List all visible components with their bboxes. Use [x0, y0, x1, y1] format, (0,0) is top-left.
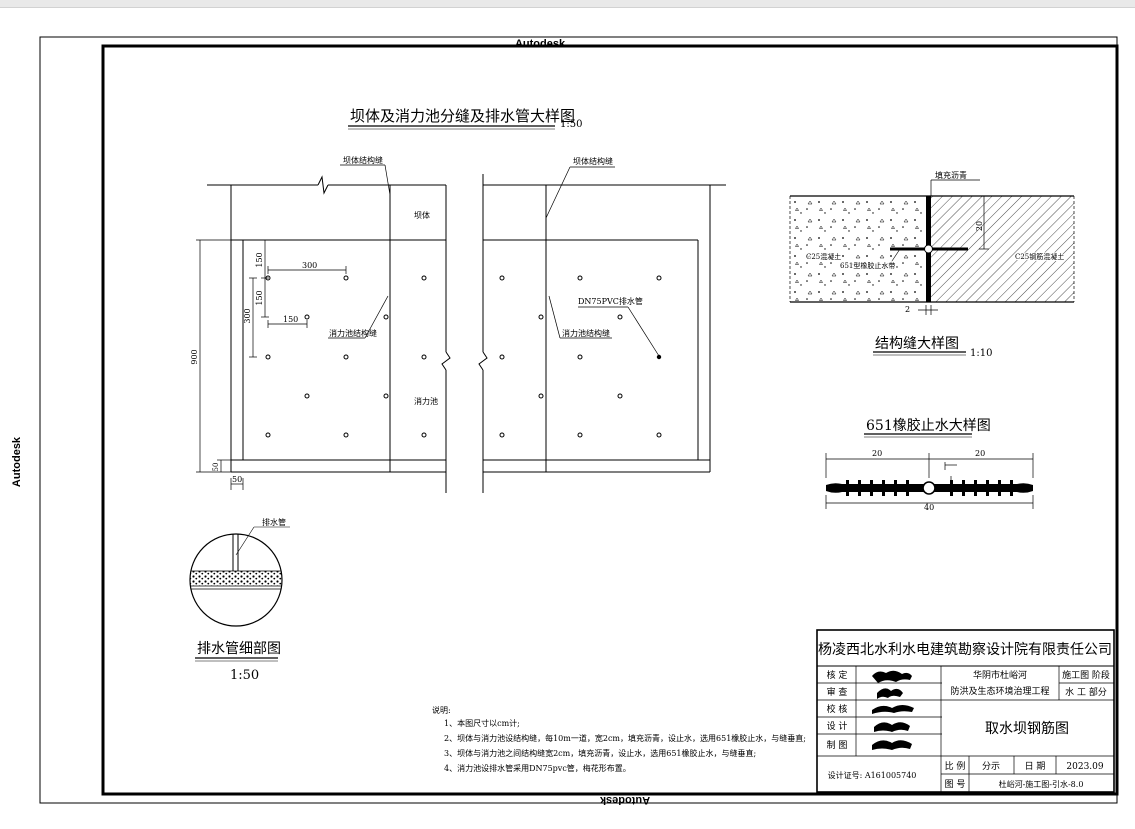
role-verify: 校 核: [827, 703, 848, 715]
scale-value: 分示: [982, 761, 1000, 772]
joint-detail-title: 结构缝大样图: [875, 336, 959, 352]
company-name: 杨凌西北水利水电建筑勘察设计院有限责任公司: [818, 641, 1112, 658]
date-value: 2023.09: [1066, 762, 1103, 772]
notes-heading: 说明:: [432, 705, 451, 715]
main-view-scale: 1:50: [560, 119, 582, 130]
note-item-1: 1、本图尺寸以cm计;: [444, 718, 520, 728]
role-review: 审 查: [827, 686, 848, 698]
watermark-left: Autodesk: [11, 436, 23, 487]
label-c25-rc: C25钢筋混凝土: [1015, 252, 1064, 261]
dim-900-vertical: 900: [190, 349, 199, 364]
notes: 说明: 1、本图尺寸以cm计; 2、坝体与消力池设结构缝，每10m一道，宽2cm…: [432, 705, 806, 773]
project-line-2: 防洪及生态环境治理工程: [950, 685, 1049, 697]
scale-label: 比 例: [945, 760, 966, 772]
label-dam-joint-left: 坝体结构缝: [343, 155, 383, 165]
stage: 施工图 阶段: [1062, 669, 1110, 681]
joint-detail: [789, 179, 1075, 315]
label-pool-joint-left: 消力池结构缝: [329, 328, 377, 338]
pipe-detail-scale: 1:50: [230, 668, 259, 683]
cert-number: 设计证号: A161005740: [828, 770, 917, 780]
dim-waterstop-40: 40: [924, 503, 934, 512]
dim-waterstop-20-left: 20: [872, 449, 882, 458]
drawing-no-value: 杜峪河-施工图-引水-8.0: [999, 779, 1084, 789]
waterstop-detail-title: 651橡胶止水大样图: [866, 417, 991, 434]
role-draw: 制 图: [827, 739, 848, 751]
right-plan-view: [478, 166, 726, 493]
pipe-highlight-hole: [656, 354, 662, 360]
note-item-4: 4、消力池设排水管采用DN75pvc管，梅花形布置。: [444, 763, 631, 773]
waterstop-detail: [825, 453, 1034, 509]
label-c25-concrete: C25混凝土: [806, 252, 841, 261]
drawing-title: 取水坝钢筋图: [985, 720, 1069, 737]
dim-150-horizontal: 150: [283, 315, 298, 324]
dim-waterstop-20-right: 20: [975, 449, 985, 458]
left-plan-dimensions: [196, 239, 347, 490]
drawing-no-label: 图 号: [945, 779, 966, 790]
label-pool-joint-right: 消力池结构缝: [562, 328, 610, 338]
label-dam-joint-right: 坝体结构缝: [573, 156, 613, 166]
signatures: [872, 670, 914, 750]
date-label: 日 期: [1025, 761, 1046, 772]
dim-150-vertical-b: 150: [255, 290, 264, 305]
dim-joint-2: 2: [905, 305, 910, 314]
dim-300-horizontal: 300: [302, 261, 317, 270]
dim-300-vertical: 300: [243, 308, 252, 323]
left-drain-holes: [265, 275, 427, 438]
label-asphalt: 填充沥青: [935, 170, 967, 180]
role-design: 设 计: [827, 720, 848, 732]
watermark-bottom: Autodesk: [599, 794, 650, 806]
pipe-detail-title: 排水管细部图: [197, 641, 281, 657]
label-dam-body: 坝体: [414, 210, 430, 220]
label-pool: 消力池: [414, 396, 438, 406]
note-item-3: 3、坝体与消力池之间结构缝宽2cm，填充沥青，设止水，选用651橡胶止水，与缝垂…: [444, 748, 756, 758]
dim-50-horizontal: 50: [232, 475, 242, 484]
role-check: 核 定: [827, 669, 848, 681]
dim-joint-20: 20: [975, 221, 984, 231]
project-line-1: 华阴市杜峪河: [973, 669, 1027, 681]
pipe-detail: [189, 526, 290, 627]
label-pvc-pipe: DN75PVC排水管: [578, 296, 643, 306]
department: 水 工 部分: [1065, 686, 1107, 698]
note-item-2: 2、坝体与消力池设结构缝，每10m一道，宽2cm，填充沥青，设止水，选用651橡…: [444, 733, 806, 743]
right-drain-holes: [499, 275, 662, 438]
left-plan-view: [207, 164, 451, 493]
label-651-waterstop: 651型橡胶止水带: [840, 261, 895, 270]
watermark-top: Autodesk: [515, 38, 566, 50]
label-drain-pipe: 排水管: [262, 517, 286, 527]
joint-detail-scale: 1:10: [970, 348, 992, 359]
viewer-top-bar: [0, 0, 1135, 8]
main-view-title: 坝体及消力池分缝及排水管大样图: [350, 107, 575, 125]
dim-150-vertical-a: 150: [255, 252, 264, 267]
dim-50-vertical: 50: [212, 463, 220, 472]
title-block: [816, 629, 1115, 793]
inner-border: [101, 44, 1119, 796]
